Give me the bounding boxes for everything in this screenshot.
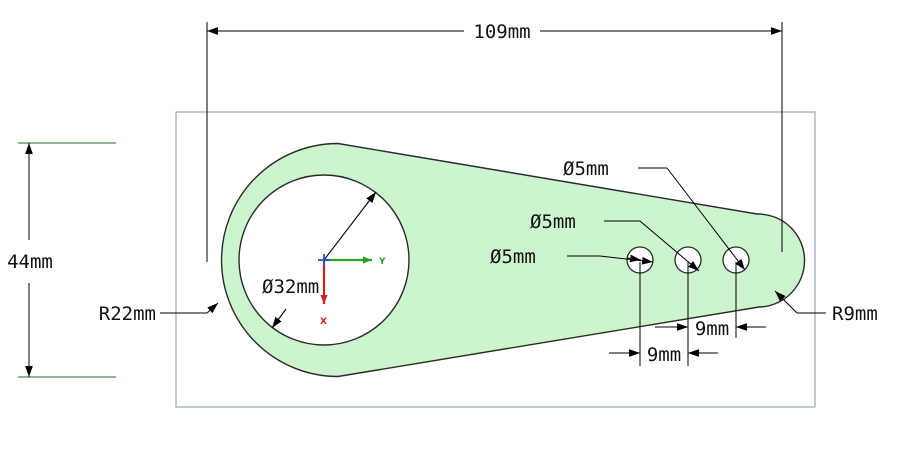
leader-hole-3	[666, 167, 746, 271]
dim-label-hole-1: Ø5mm	[490, 246, 536, 268]
axis-x-label: X	[320, 317, 327, 327]
dim-label-hole-2: Ø5mm	[530, 211, 576, 233]
dim-line-bore-b	[271, 308, 287, 329]
leader-hole-2	[639, 220, 700, 272]
leader-r9-arrow	[774, 290, 798, 314]
dim-label-pitch-b: 9mm	[695, 318, 729, 340]
servo-arm-part[interactable]	[220, 142, 806, 378]
dim-label-109: 109mm	[473, 21, 530, 43]
dim-label-hole-3: Ø5mm	[563, 158, 609, 180]
dim-label-bore: Ø32mm	[262, 276, 319, 298]
leader-hole-1-tail	[626, 254, 642, 263]
dim-label-r9: R9mm	[832, 303, 878, 325]
dim-label-r22: R22mm	[99, 303, 156, 325]
dim-label-44: 44mm	[7, 251, 53, 273]
axis-y-label: Y	[378, 257, 386, 267]
leader-hole-1	[599, 255, 654, 265]
dim-line-bore-a	[323, 191, 377, 261]
leader-r22-arrow	[206, 302, 219, 314]
view-frame	[175, 111, 816, 408]
dim-label-pitch-a: 9mm	[647, 344, 681, 366]
